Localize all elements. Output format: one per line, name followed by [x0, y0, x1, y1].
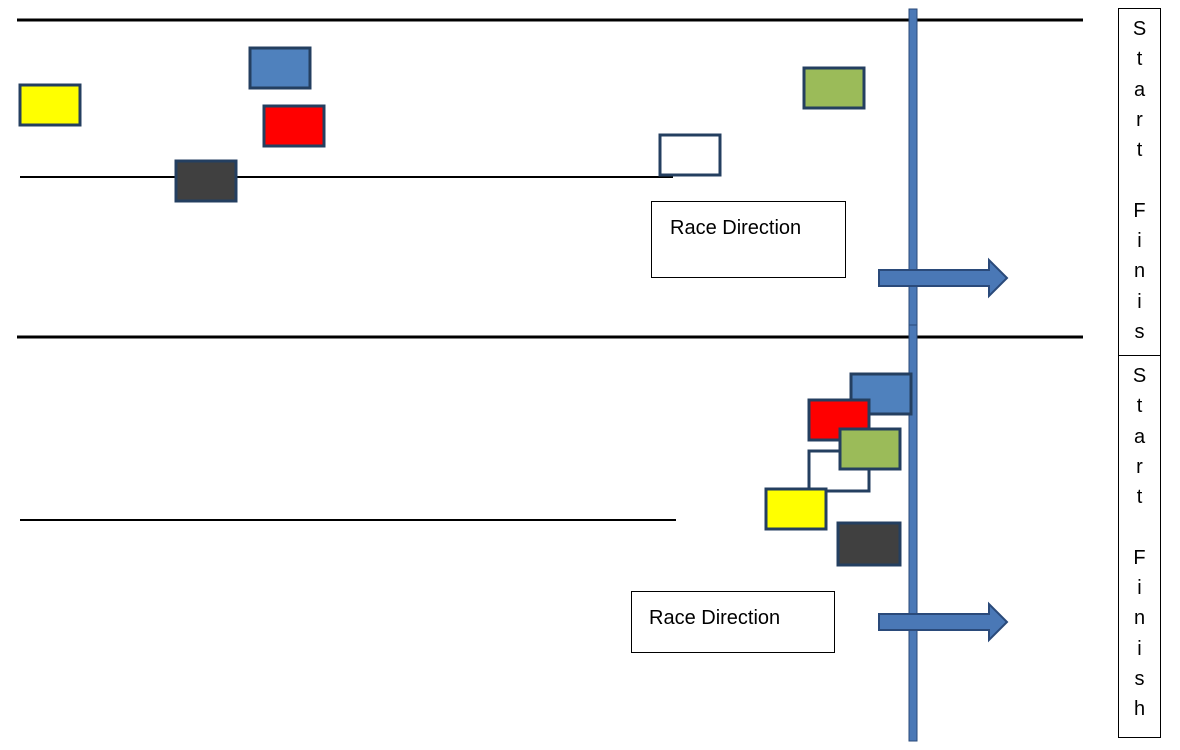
- top-panel-letter: s: [1134, 321, 1145, 343]
- top-panel-letter: i: [1137, 230, 1142, 253]
- top-panel-letter: r: [1136, 108, 1143, 131]
- bottom-finish-pole: [908, 324, 918, 742]
- top-car-yellow: [18, 83, 82, 127]
- top-race-direction-label: Race Direction: [670, 217, 802, 239]
- bottom-race-direction-box: Race Direction: [631, 591, 835, 653]
- top-car-white: [658, 133, 722, 177]
- bottom-race-direction-label: Race Direction: [649, 607, 781, 629]
- top-race-direction-box: Race Direction: [651, 201, 846, 278]
- bottom-panel-letter: t: [1136, 486, 1143, 509]
- bottom-panel-letter: r: [1136, 455, 1143, 478]
- bottom-panel-letter: i: [1137, 577, 1142, 600]
- bottom-car-dark: [836, 521, 902, 567]
- bottom-panel-letter: s: [1134, 668, 1145, 690]
- bottom-race-direction-arrow: [878, 601, 1009, 643]
- top-car-red: [262, 104, 326, 148]
- top-car-dark: [174, 159, 238, 203]
- top-panel-letter: a: [1133, 78, 1146, 101]
- bottom-panel-letter: S: [1132, 365, 1147, 387]
- bottom-panel-letter: t: [1136, 395, 1143, 418]
- bottom-panel-letter: h: [1133, 698, 1146, 721]
- top-panel-letter: t: [1136, 139, 1143, 162]
- top-car-green: [802, 66, 866, 110]
- bottom-panel-letter: F: [1133, 546, 1146, 569]
- bottom-car-yellow: [764, 487, 828, 531]
- top-car-blue: [248, 46, 312, 90]
- bottom-panel-letter: n: [1133, 607, 1146, 630]
- top-panel-letter: i: [1137, 290, 1142, 313]
- top-panel-letter: F: [1133, 199, 1146, 222]
- top-panel-letter: t: [1136, 48, 1143, 71]
- bottom-panel-letter: a: [1133, 425, 1146, 448]
- bottom-car-green: [838, 427, 902, 471]
- top-panel-letter: S: [1132, 18, 1147, 40]
- top-panel-letter: n: [1133, 260, 1146, 283]
- top-race-direction-arrow: [878, 257, 1009, 299]
- bottom-panel-letter: i: [1137, 637, 1142, 660]
